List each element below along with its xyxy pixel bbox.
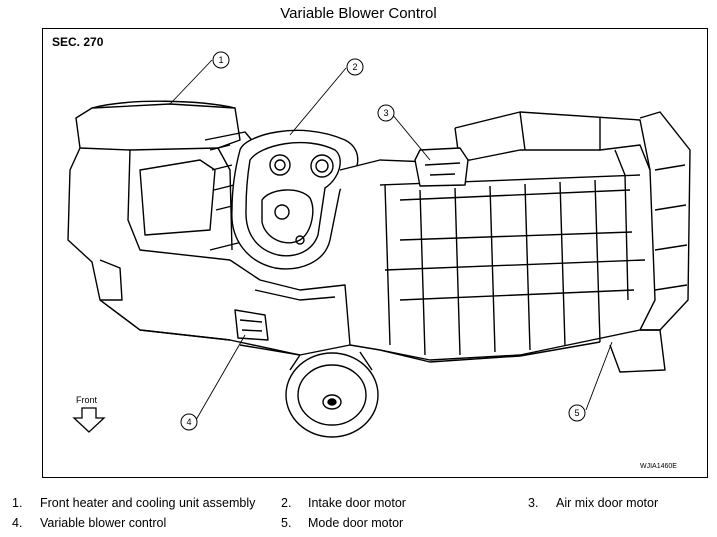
callout-2: 2 — [352, 62, 357, 72]
legend-item-1: Front heater and cooling unit assembly — [40, 496, 256, 510]
callout-1-leader — [169, 59, 213, 105]
figure-frame — [42, 28, 708, 478]
legend-num-1: 1. — [12, 496, 23, 510]
callout-2-leader — [289, 67, 347, 136]
callout-2-circle — [346, 58, 364, 76]
callout-4-leader — [195, 334, 246, 421]
callout-3-circle — [377, 104, 395, 122]
legend-num-2: 2. — [281, 496, 292, 510]
callout-4: 4 — [186, 417, 191, 427]
callout-3-leader — [391, 113, 431, 161]
legend-item-5: Mode door motor — [308, 516, 404, 530]
legend-num-4: 4. — [12, 516, 23, 530]
callout-1-circle — [212, 51, 230, 69]
front-label: Front — [76, 395, 98, 405]
legend-item-2: Intake door motor — [308, 496, 406, 510]
figure-code: WJIA1460E — [640, 463, 677, 470]
callout-1: 1 — [218, 55, 223, 65]
legend-num-5: 5. — [281, 516, 292, 530]
legend-num-3: 3. — [528, 496, 539, 510]
legend-item-3: Air mix door motor — [556, 496, 659, 510]
callout-5-circle — [568, 404, 586, 422]
callout-5-leader — [585, 341, 613, 411]
section-label: SEC. 270 — [52, 35, 104, 49]
callout-4-circle — [180, 413, 198, 431]
callout-5: 5 — [574, 408, 579, 418]
page-title: Variable Blower Control — [280, 5, 437, 22]
callout-3: 3 — [383, 108, 388, 118]
legend-item-4: Variable blower control — [40, 516, 167, 530]
front-arrow-icon — [72, 407, 106, 433]
